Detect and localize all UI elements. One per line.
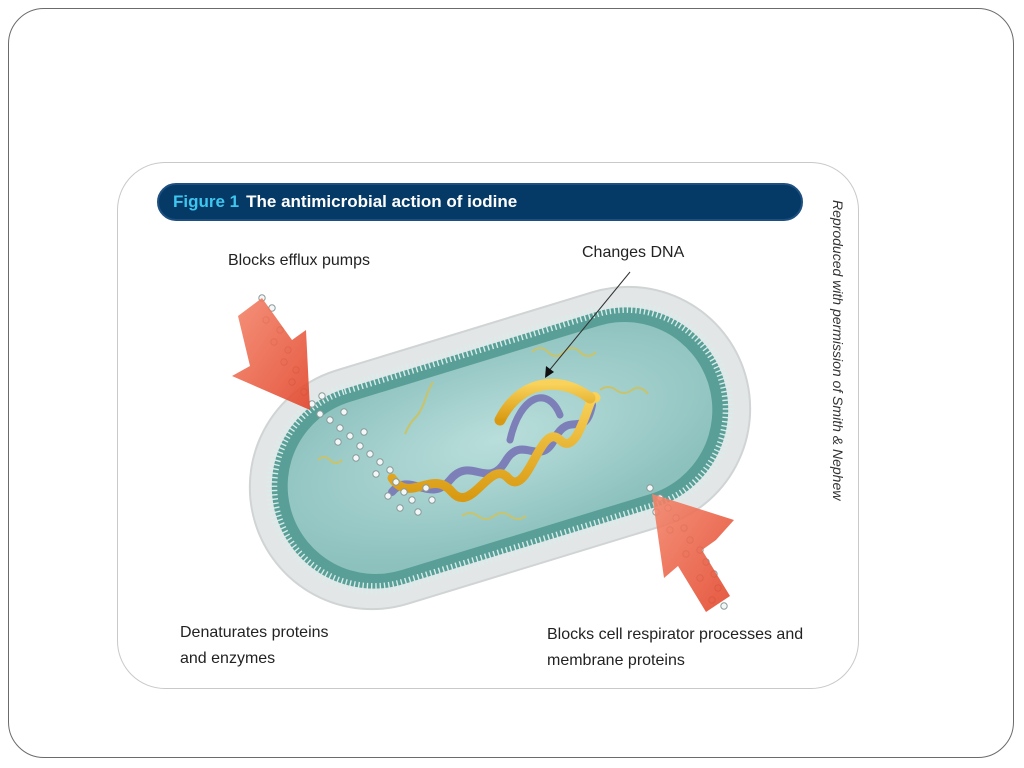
dna-leader-line	[547, 271, 631, 373]
strand	[599, 386, 649, 395]
label-blocks-cell-respiration: Blocks cell respirator processes and	[547, 626, 804, 643]
entry-arrow-lower-right	[652, 494, 734, 612]
figure-title: The antimicrobial action of iodine	[246, 192, 518, 211]
strand	[404, 381, 434, 435]
label-changes-dna: Changes DNA	[582, 244, 685, 261]
cytoplasm	[287, 321, 713, 575]
strand	[461, 512, 527, 520]
dna-strand-gold-top	[494, 378, 596, 426]
label-and-enzymes: and enzymes	[180, 650, 276, 667]
credit-line: Reproduced with permission of Smith & Ne…	[830, 200, 846, 501]
dna-strand-blue	[388, 401, 596, 496]
dna-helix	[387, 378, 601, 502]
dna-strand-gold	[387, 391, 601, 502]
figure-number: Figure 1	[173, 192, 240, 211]
dna-strand-blue-top	[506, 394, 564, 444]
entry-arrow-upper-left	[232, 298, 310, 410]
label-membrane-proteins: membrane proteins	[547, 652, 685, 669]
bacterium-cell	[248, 285, 752, 611]
strand	[317, 456, 343, 464]
figure-header: Figure 1 The antimicrobial action of iod…	[157, 183, 803, 221]
label-denaturates-proteins: Denaturates proteins	[180, 624, 329, 641]
membrane-stripes	[266, 301, 734, 595]
label-blocks-efflux-pumps: Blocks efflux pumps	[228, 252, 370, 269]
dna-leader-arrowhead	[545, 366, 554, 378]
